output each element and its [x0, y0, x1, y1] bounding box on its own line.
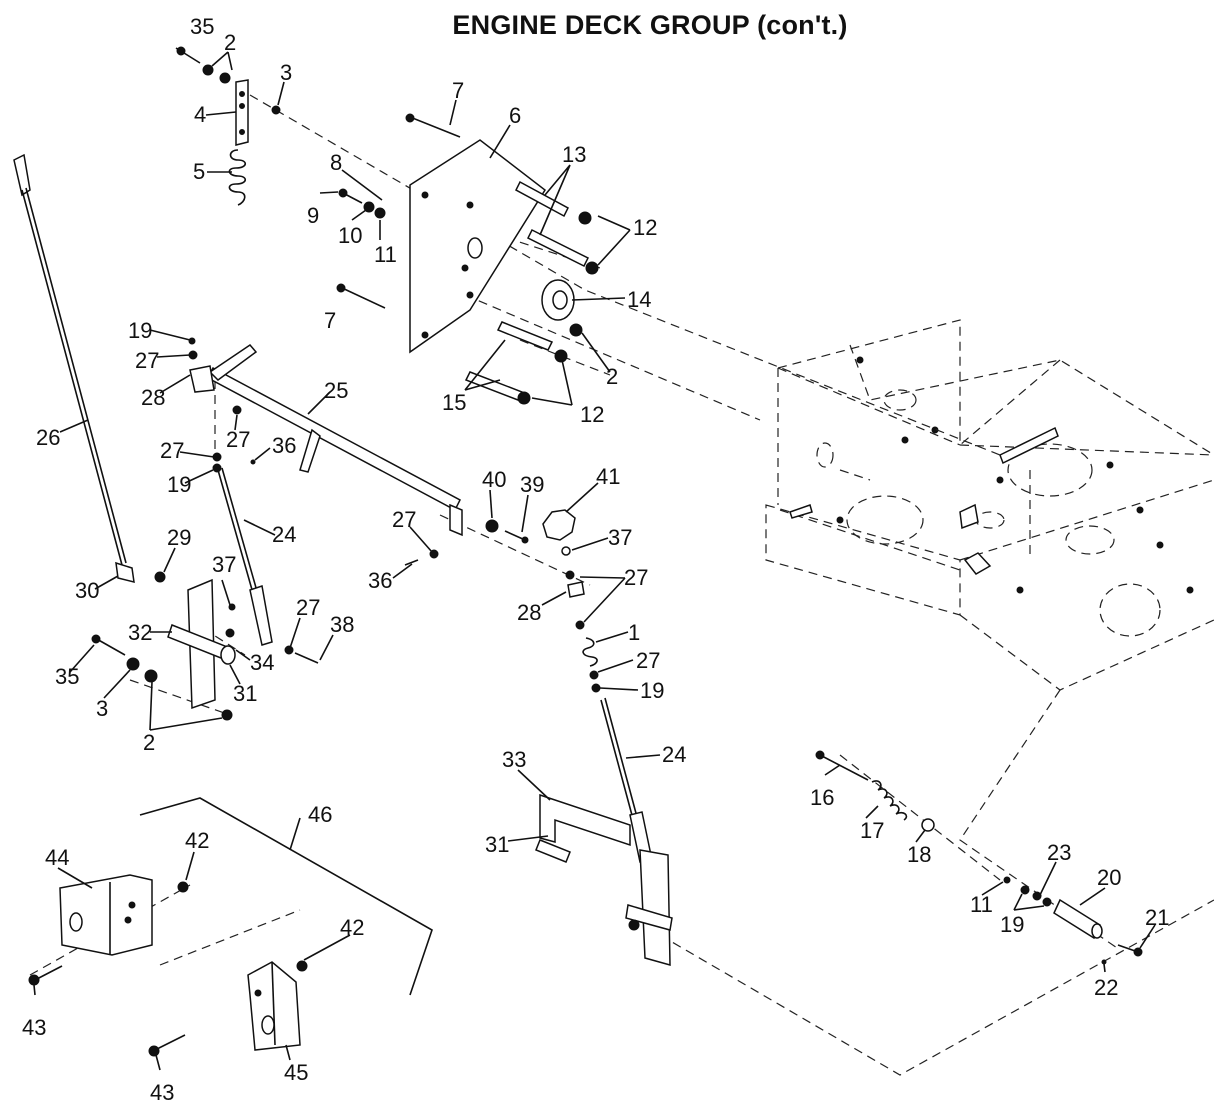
callout-33: 33	[502, 747, 526, 772]
callout-19b: 19	[167, 472, 191, 497]
callout-36b: 36	[368, 568, 392, 593]
callout-5: 5	[193, 159, 205, 184]
callout-36: 36	[272, 433, 296, 458]
callout-3: 3	[280, 60, 292, 85]
leader-lines	[33, 51, 1156, 1071]
callout-18: 18	[907, 842, 931, 867]
callout-27c: 27	[160, 438, 184, 463]
callout-17: 17	[860, 818, 884, 843]
callout-12: 12	[633, 215, 657, 240]
callout-19d: 19	[1000, 912, 1024, 937]
callout-37: 37	[608, 525, 632, 550]
callout-19: 19	[128, 318, 152, 343]
callout-29: 29	[167, 525, 191, 550]
callout-28b: 28	[517, 600, 541, 625]
callout-35: 35	[190, 14, 214, 39]
callout-42b: 42	[340, 915, 364, 940]
callout-27: 27	[135, 348, 159, 373]
callout-15: 15	[442, 390, 466, 415]
callout-31: 31	[233, 681, 257, 706]
callout-42: 42	[185, 828, 209, 853]
callout-30: 30	[75, 578, 99, 603]
callout-labels: 35 2 3 4 5 7 6 8 13 9 10 11 12 7 14 2 15…	[22, 14, 1169, 1105]
callout-10: 10	[338, 223, 362, 248]
callout-21: 21	[1145, 905, 1169, 930]
callout-44: 44	[45, 845, 69, 870]
callout-7: 7	[452, 78, 464, 103]
callout-27b: 27	[226, 427, 250, 452]
callout-45: 45	[284, 1060, 308, 1085]
callout-6: 6	[509, 103, 521, 128]
callout-24: 24	[272, 522, 296, 547]
callout-27g: 27	[636, 648, 660, 673]
diagram-title: ENGINE DECK GROUP (con't.)	[452, 10, 848, 40]
callout-46: 46	[308, 802, 332, 827]
callout-22: 22	[1094, 975, 1118, 1000]
callout-39: 39	[520, 472, 544, 497]
callout-23: 23	[1047, 840, 1071, 865]
callout-7b: 7	[324, 308, 336, 333]
callout-2b: 2	[606, 364, 618, 389]
callout-40: 40	[482, 467, 506, 492]
callout-12b: 12	[580, 402, 604, 427]
callout-41: 41	[596, 464, 620, 489]
callout-16: 16	[810, 785, 834, 810]
callout-27e: 27	[624, 565, 648, 590]
callout-35b: 35	[55, 664, 79, 689]
callout-43b: 43	[150, 1080, 174, 1105]
callout-2c: 2	[143, 730, 155, 755]
callout-43: 43	[22, 1015, 46, 1040]
callout-9: 9	[307, 203, 319, 228]
parts	[13, 46, 1143, 1057]
callout-26: 26	[36, 425, 60, 450]
callout-8: 8	[330, 150, 342, 175]
callout-27d: 27	[392, 507, 416, 532]
callout-13: 13	[562, 142, 586, 167]
callout-19c: 19	[640, 678, 664, 703]
callout-25: 25	[324, 378, 348, 403]
callout-3b: 3	[96, 696, 108, 721]
assembly-lines	[29, 94, 1214, 1076]
callout-11b: 11	[970, 892, 993, 917]
callout-31b: 31	[485, 832, 509, 857]
callout-37b: 37	[212, 552, 236, 577]
callout-20: 20	[1097, 865, 1121, 890]
callout-11: 11	[374, 242, 397, 267]
callout-2: 2	[224, 30, 236, 55]
callout-28: 28	[141, 385, 165, 410]
callout-4: 4	[194, 102, 206, 127]
callout-27f: 27	[296, 595, 320, 620]
engine-block	[765, 319, 1214, 691]
callout-34: 34	[250, 650, 274, 675]
callout-24b: 24	[662, 742, 686, 767]
callout-14: 14	[627, 287, 651, 312]
callout-38: 38	[330, 612, 354, 637]
callout-1: 1	[628, 620, 640, 645]
callout-32: 32	[128, 620, 152, 645]
